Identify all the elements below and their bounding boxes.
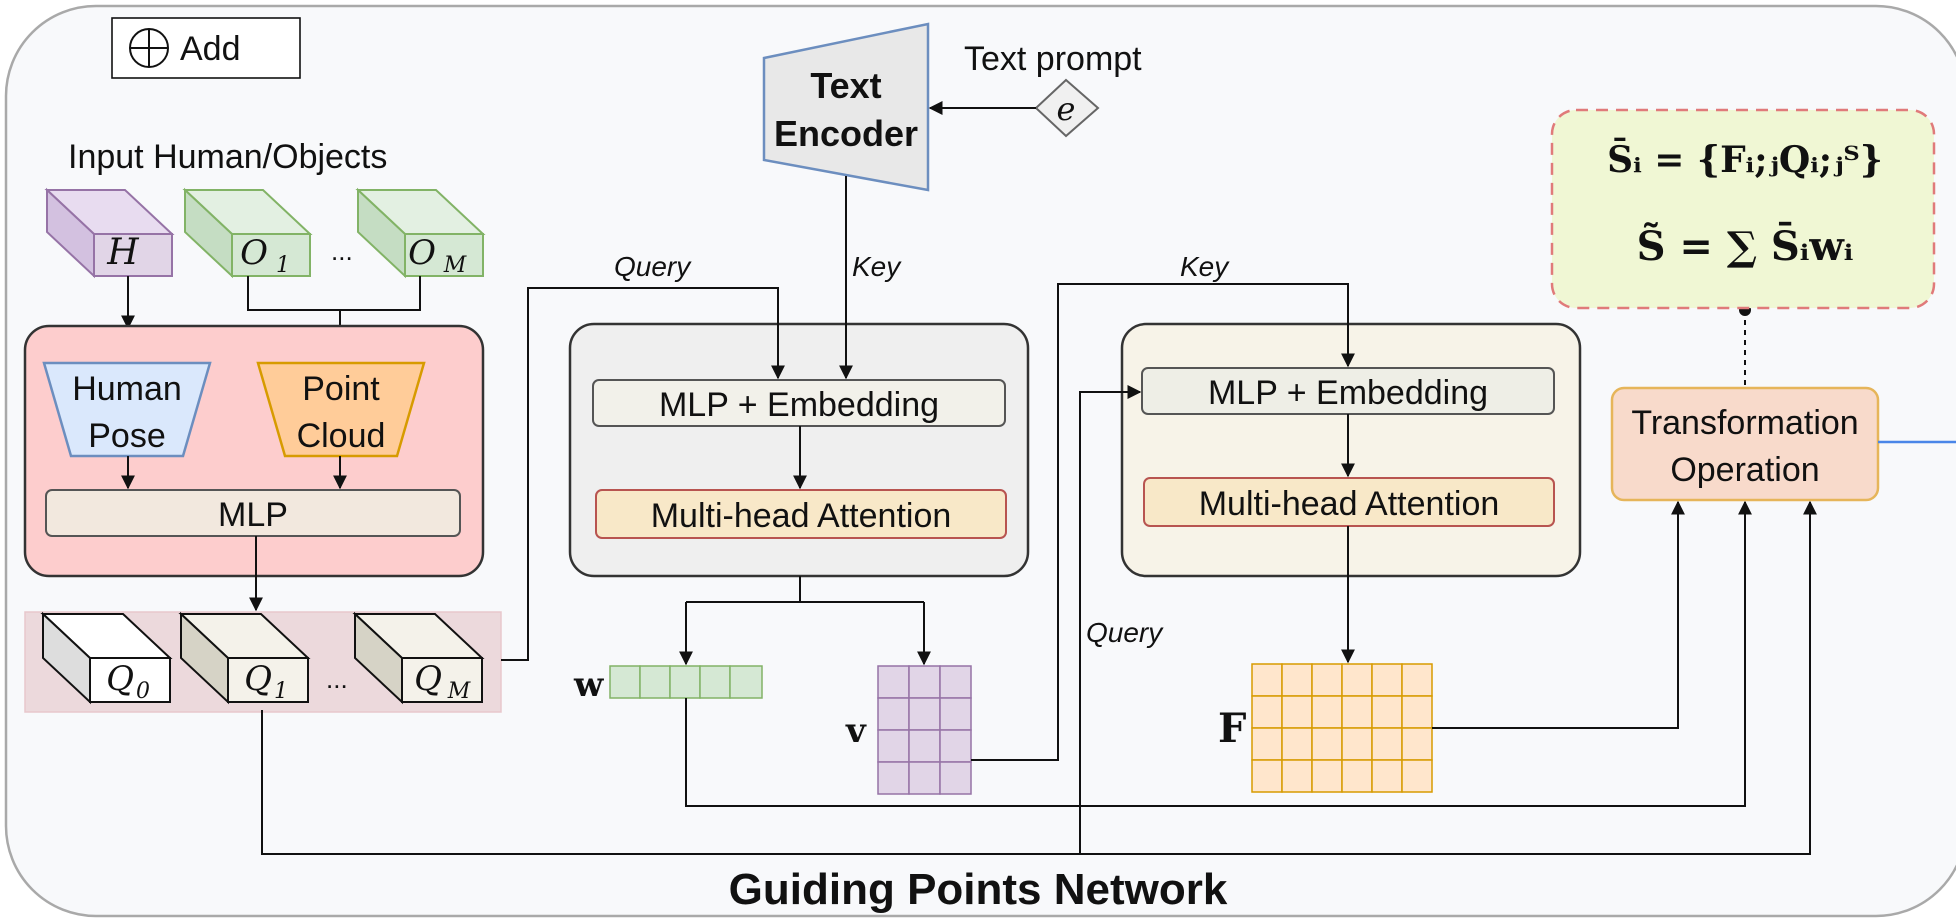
text-prompt-label: Text prompt	[964, 40, 1142, 78]
q0-sub: 0	[136, 679, 150, 704]
qm-symbol: Q	[414, 659, 442, 699]
input-ellipsis: ...	[331, 236, 353, 266]
formula-line1: S̄ᵢ = {Fᵢ;ⱼQᵢ;ⱼᵀ}	[1607, 137, 1883, 181]
block2-key-label: Key	[1180, 251, 1230, 282]
query-cube-q1: Q 1	[178, 611, 311, 705]
input-heading: Input Human/Objects	[68, 138, 387, 176]
w-to-transform-arrow	[685, 500, 1752, 807]
q1-to-transform-arrow	[262, 500, 1817, 855]
F-matrix-grid	[1251, 663, 1433, 793]
human-pose-encoder: Human Pose	[42, 361, 212, 458]
input-mlp	[45, 489, 461, 537]
block2-mlp-label: MLP + Embedding	[1208, 374, 1488, 412]
object-cube-last: O M	[355, 187, 486, 279]
objects-merge-line	[247, 276, 421, 311]
object-last-symbol: O	[408, 233, 436, 273]
query-cube-qm: Q M	[352, 611, 485, 705]
F-to-transform-arrow	[1432, 500, 1685, 729]
v-symbol: v	[845, 711, 867, 751]
legend-add-label: Add	[180, 30, 241, 68]
input-mlp-label: MLP	[218, 496, 288, 534]
w-symbol: w	[573, 665, 604, 705]
queries-ellipsis: ...	[326, 664, 348, 694]
q1-symbol: Q	[244, 659, 272, 699]
human-pose-line1: Human	[72, 370, 182, 408]
block1-query-label: Query	[614, 251, 692, 282]
legend-add: Add	[111, 17, 301, 79]
transformation-line2: Operation	[1670, 451, 1819, 489]
prompt-e: e	[1057, 90, 1076, 128]
query-to-block1-arrow	[501, 287, 785, 661]
diagram-title: Guiding Points Network	[729, 865, 1228, 914]
point-cloud-line2: Cloud	[297, 417, 386, 455]
formula-box	[1550, 108, 1936, 310]
formula-line2: S̃ = ∑ S̄ᵢwᵢ	[1637, 223, 1854, 270]
human-pose-line2: Pose	[88, 417, 166, 455]
object-first-symbol: O	[240, 233, 268, 273]
v-matrix-grid	[877, 665, 972, 795]
qm-sub: M	[447, 679, 471, 704]
point-cloud-encoder: Point Cloud	[256, 361, 426, 458]
block2-query-label: Query	[1086, 617, 1164, 648]
text-encoder-line1: Text	[810, 65, 881, 106]
object-last-sub: M	[443, 253, 467, 278]
human-cube: H	[44, 187, 175, 279]
point-cloud-line1: Point	[302, 370, 380, 408]
block1-attention-label: Multi-head Attention	[651, 497, 952, 535]
attention-block-2	[1120, 322, 1582, 578]
text-encoder: Text Encoder	[762, 22, 930, 192]
v-to-block2-key-arrow	[971, 283, 1355, 761]
q1-sub: 1	[274, 679, 288, 704]
F-symbol: F	[1218, 705, 1246, 752]
q0-symbol: Q	[106, 659, 134, 699]
block1-attention	[595, 489, 1007, 539]
human-symbol: H	[106, 232, 139, 273]
object-cube-first: O 1	[182, 187, 313, 279]
block1-key-label: Key	[852, 251, 902, 282]
query-cube-q0: Q 0	[40, 611, 173, 705]
block1-mlp-label: MLP + Embedding	[659, 386, 939, 424]
block2-attention-label: Multi-head Attention	[1199, 485, 1500, 523]
text-encoder-line2: Encoder	[774, 113, 918, 154]
w-vector-grid	[609, 665, 763, 699]
transformation-line1: Transformation	[1631, 404, 1858, 442]
object-first-sub: 1	[276, 253, 290, 278]
transformation-operation	[1610, 386, 1880, 502]
text-prompt-symbol: e	[1034, 78, 1100, 138]
